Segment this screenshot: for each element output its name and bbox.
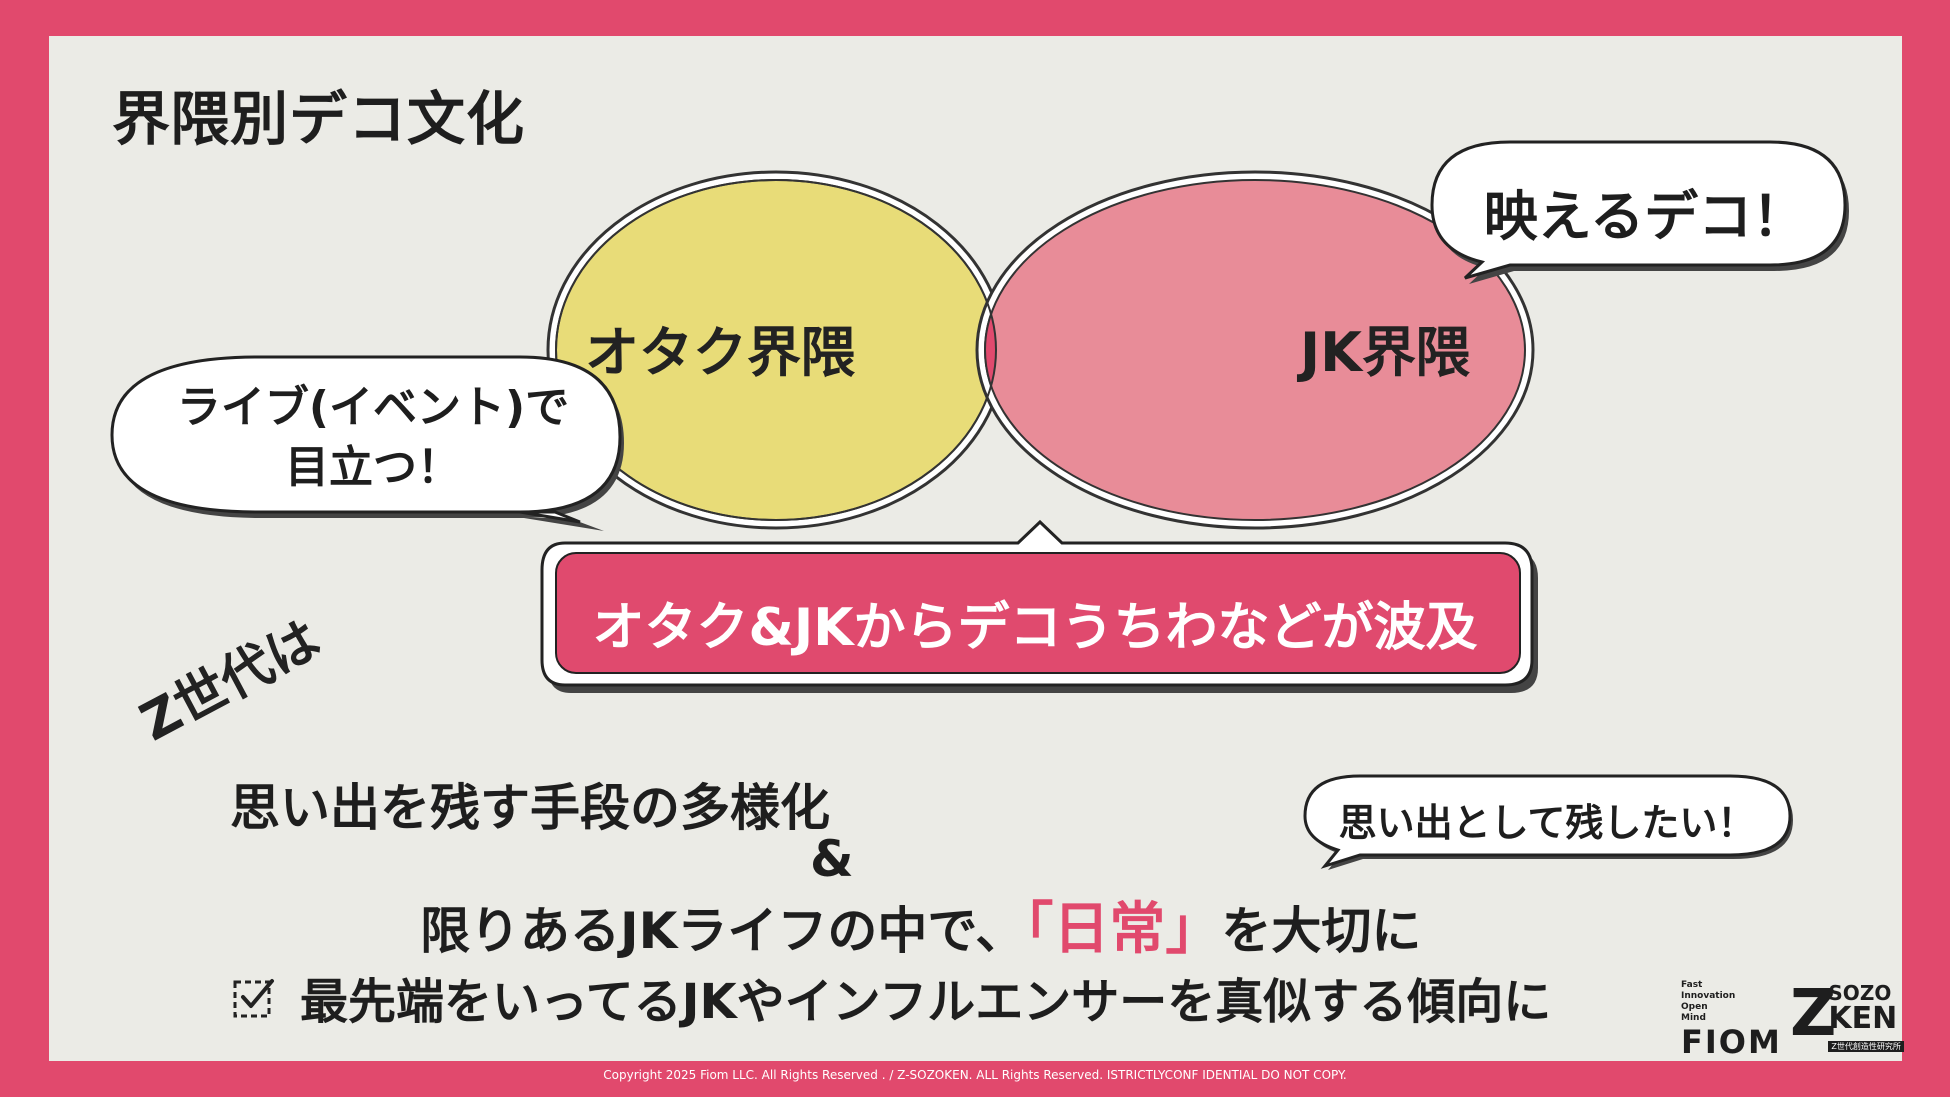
- zsozoken-sozo: SOZO: [1828, 981, 1892, 1005]
- zsozoken-z: Z: [1790, 977, 1837, 1051]
- body-ampersand: &: [810, 830, 854, 888]
- bubble-live-line2: 目立つ！: [285, 442, 461, 493]
- checkbox-checked-icon: [233, 979, 274, 1018]
- speech-bubble-omoide: [1303, 774, 1793, 870]
- body-line1: 思い出を残す手段の多様化: [230, 779, 830, 837]
- copyright-footer: Copyright 2025 Fiom LLC. All Rights Rese…: [603, 1068, 1347, 1082]
- zsozoken-ken: KEN: [1828, 1001, 1898, 1036]
- banner-text: オタク&JKからデコうちわなどが波及: [592, 598, 1478, 658]
- zsozoken-logo: Z SOZO KEN Z世代創造性研究所: [1790, 982, 1904, 1053]
- venn-left-label: オタク界隈: [585, 321, 855, 384]
- bubble-live-line1: ライブ(イベント)で: [176, 382, 570, 433]
- body-line2: 限りあるJKライフの中で、「日常」を大切に: [420, 884, 1421, 965]
- check-item: 最先端をいってるJKやインフルエンサーを真似する傾向に: [232, 962, 1551, 1032]
- speech-bubble-live: [110, 355, 624, 531]
- fiom-word-2: Innovation: [1681, 991, 1736, 1001]
- fiom-wordmark: FIOM: [1681, 1023, 1782, 1061]
- fiom-word-1: Fast: [1681, 980, 1703, 990]
- bubble-live-text: ライブ(イベント)で 目立つ！: [148, 378, 598, 498]
- body-line2-pre: 限りあるJKライフの中で、: [420, 902, 1026, 960]
- speech-bubble-haeru: [1430, 140, 1849, 284]
- fiom-logo: Fast Innovation Open Mind FIOM: [1681, 980, 1782, 1058]
- banner-box: [540, 519, 1538, 693]
- fiom-word-4: Mind: [1681, 1013, 1706, 1023]
- fiom-word-3: Open: [1681, 1002, 1708, 1012]
- bubble-omoide-text: 思い出として残したい！: [1338, 801, 1756, 845]
- zsozoken-subtitle: Z世代創造性研究所: [1828, 1041, 1904, 1052]
- check-item-text: 最先端をいってるJKやインフルエンサーを真似する傾向に: [300, 974, 1552, 1030]
- body-line2-post: を大切に: [1221, 902, 1422, 960]
- venn-overlap: [555, 179, 997, 521]
- bubble-haeru-text: 映えるデコ！: [1483, 185, 1807, 248]
- venn-right-circle: [975, 170, 1535, 530]
- venn-right-label: JK界隈: [1300, 321, 1470, 384]
- body-line2-highlight: 「日常」: [1025, 897, 1222, 962]
- page-title: 界隈別デコ文化: [112, 85, 526, 153]
